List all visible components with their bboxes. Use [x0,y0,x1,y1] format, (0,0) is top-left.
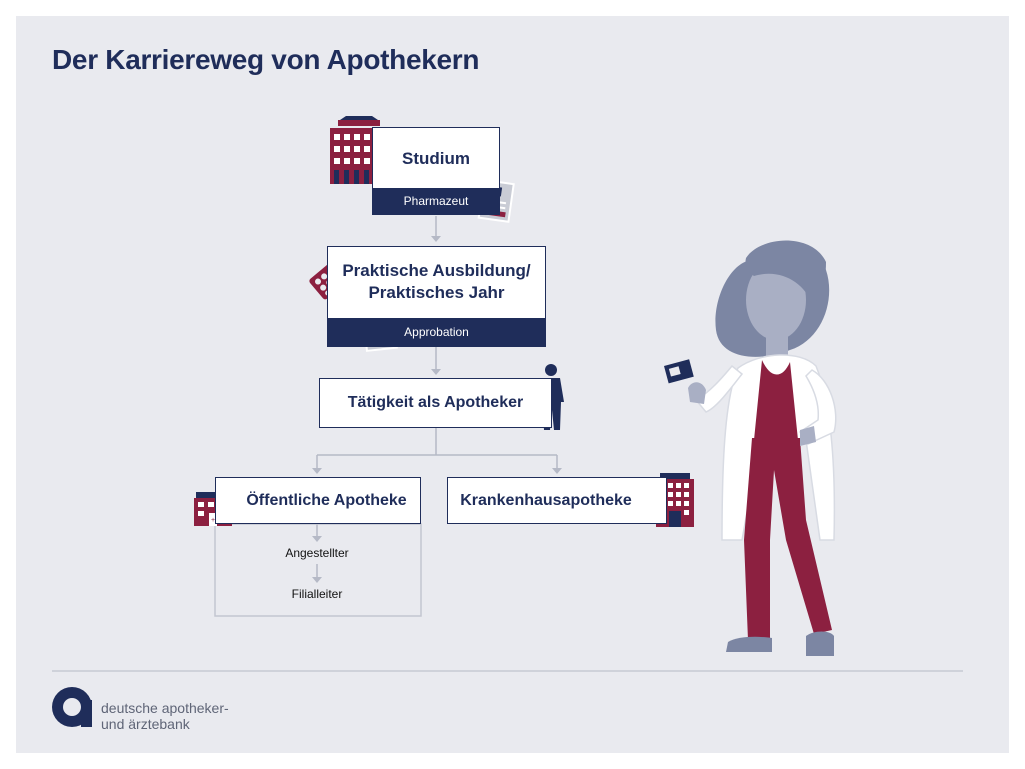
node-studium-title: Studium [402,149,470,168]
step-angestellter: Angestellter [285,546,349,560]
steps-box [214,523,422,617]
node-taetigkeit-title: Tätigkeit als Apotheker [347,394,524,411]
node-krankenhaus [447,477,667,524]
pharmacist-illustration [664,240,837,656]
page-title: Der Karriereweg von Apothekern [52,44,480,75]
bank-logo-text: deutsche apotheker- und ärztebank [101,700,229,732]
node-oeffentliche-title: Öffentliche Apotheke [246,492,407,509]
bank-logo-line1: deutsche apotheker- [101,700,229,716]
step-filialleiter: Filialleiter [291,587,343,601]
node-taetigkeit [319,378,552,428]
node-ausbildung-title-line1: Praktische Ausbildung/ [342,261,531,280]
svg-text:+: + [211,517,215,524]
connector-lines [316,216,558,578]
node-ausbildung-title-line2: Praktisches Jahr [368,283,505,302]
bank-logo-line2: und ärztebank [101,716,190,732]
node-ausbildung-band: Approbation [327,318,546,347]
node-krankenhaus-title: Krankenhausapotheke [460,492,632,509]
bank-logo-icon [52,687,92,727]
node-oeffentliche [215,477,421,524]
connector-arrowheads [312,236,562,583]
node-studium-band: Pharmazeut [372,188,500,214]
